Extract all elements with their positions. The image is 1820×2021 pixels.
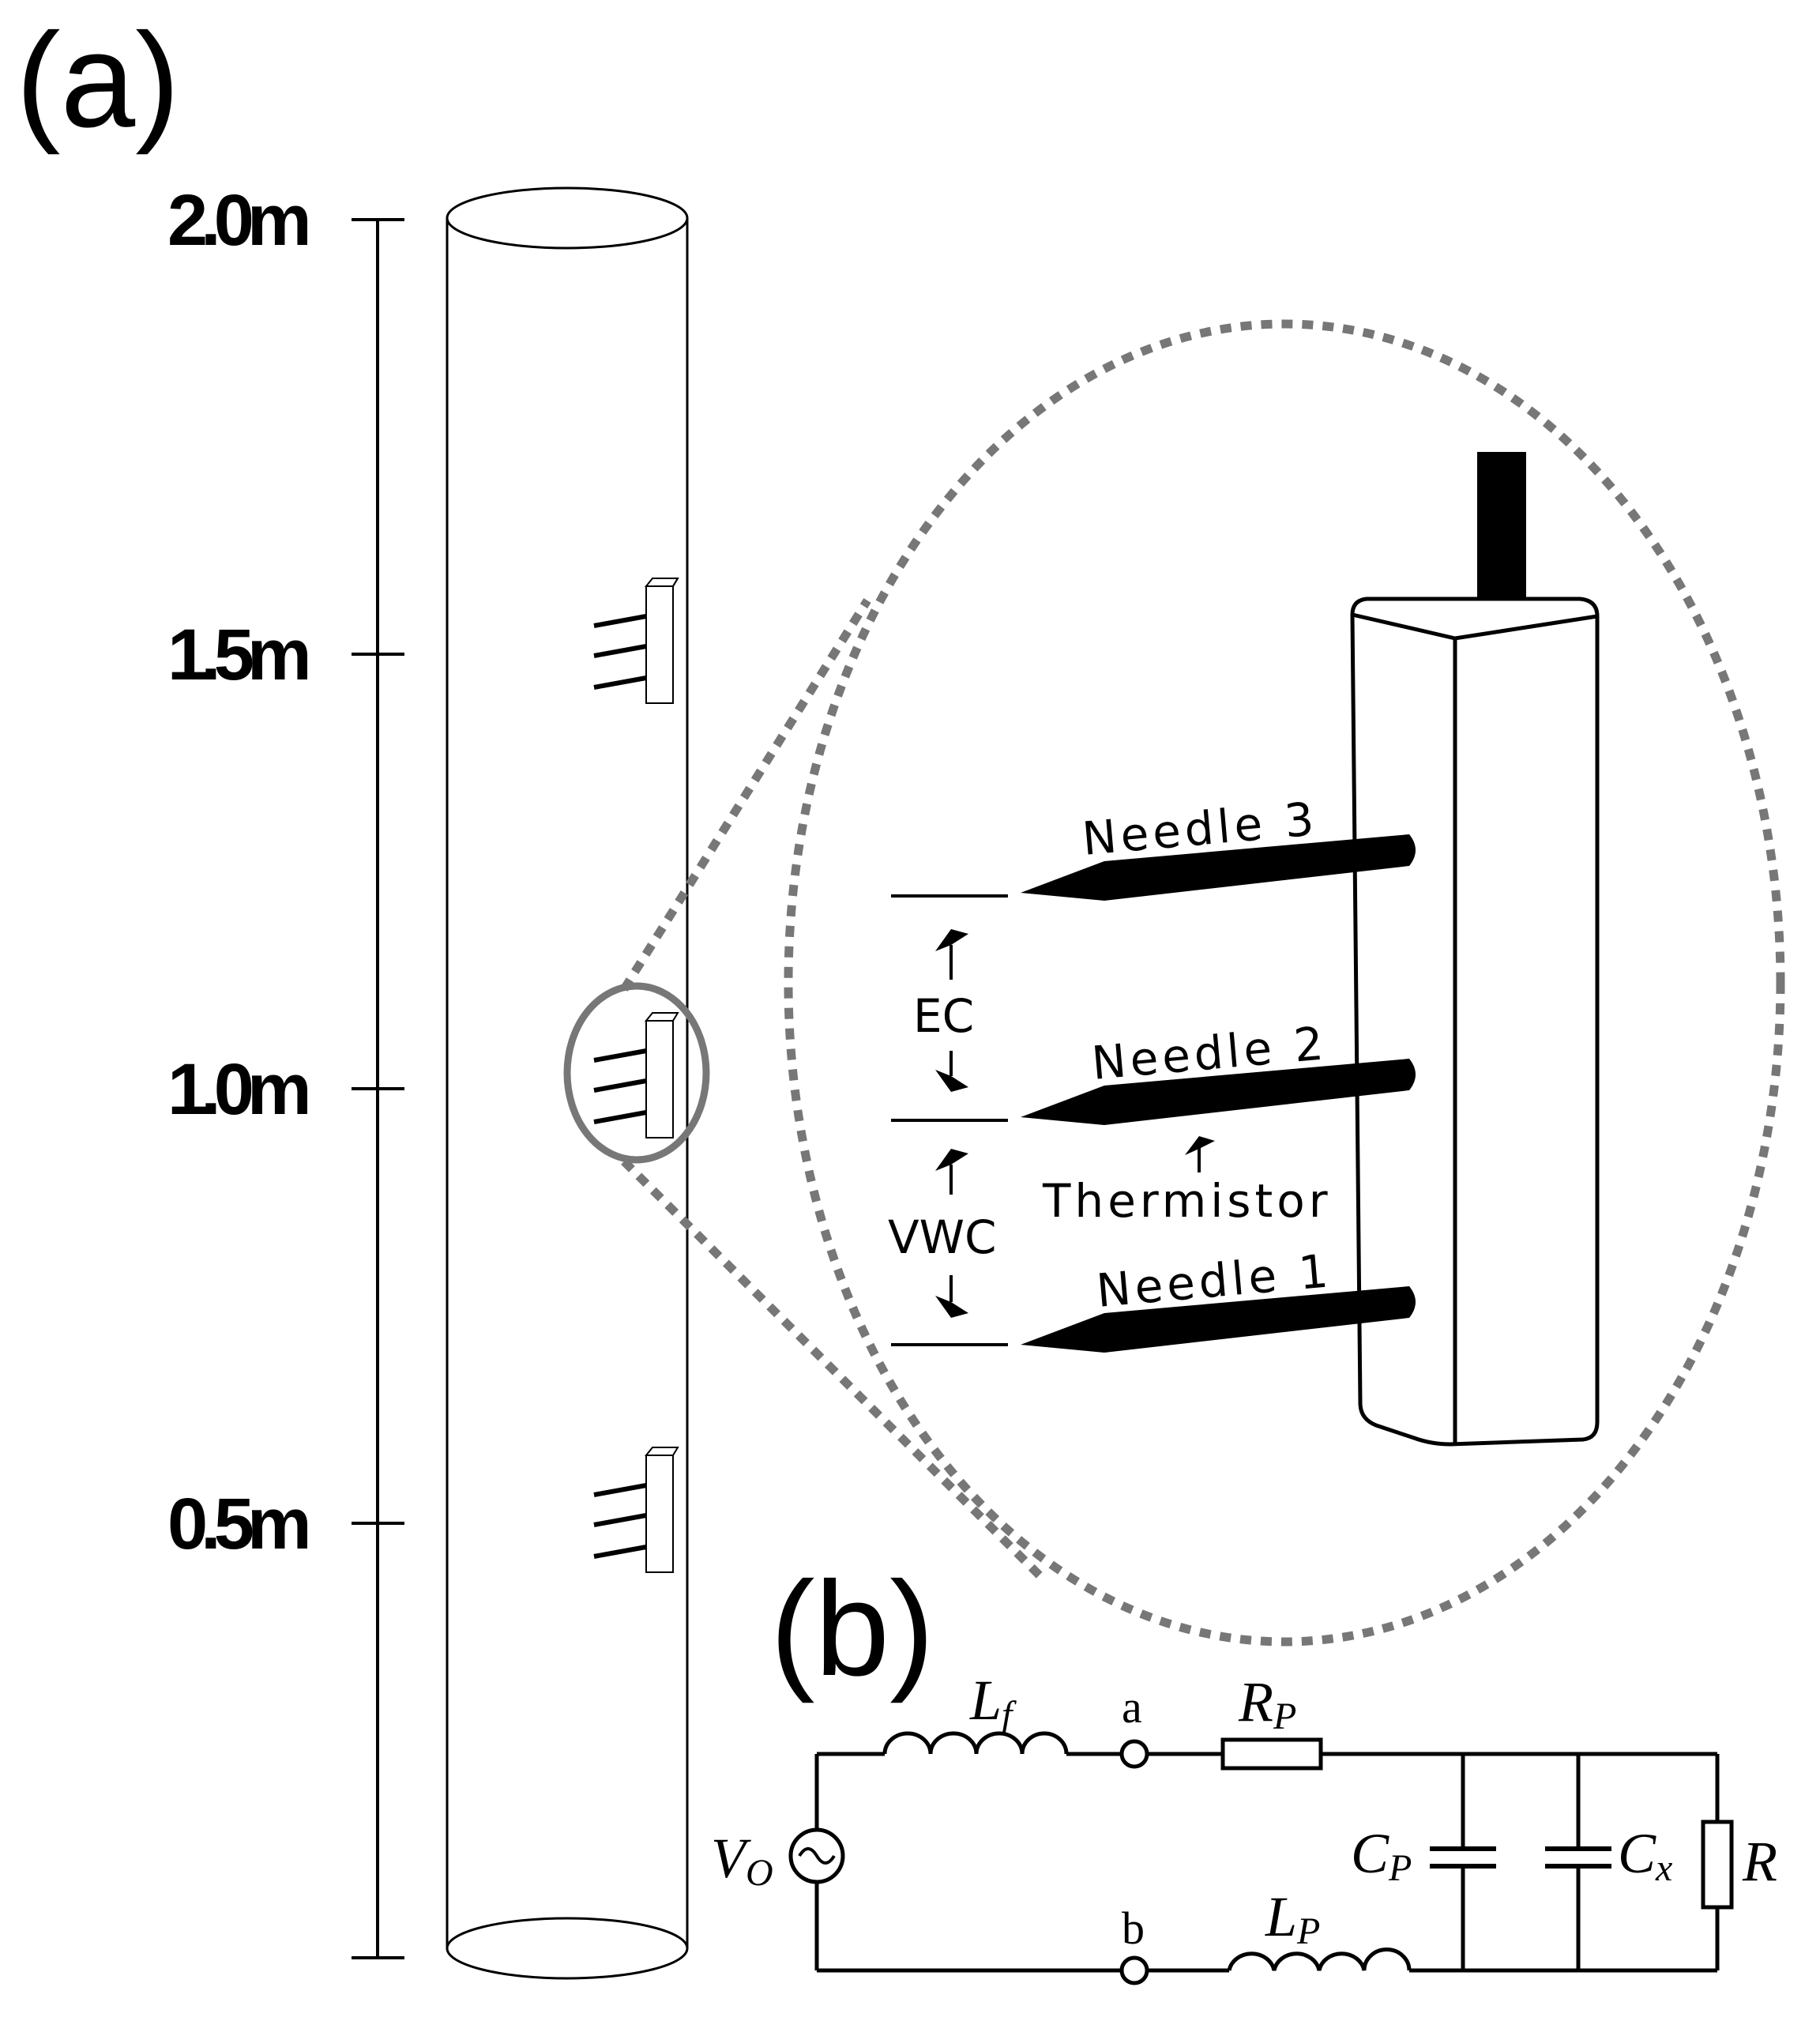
zoom-lines (620, 598, 1046, 1582)
probe-top-face (1352, 612, 1598, 641)
probe-body (1350, 452, 1600, 1447)
needle-3 (1021, 834, 1416, 901)
resistor-r (1701, 1820, 1734, 1910)
column-bottom (446, 1917, 689, 1980)
thermistor-label: Thermistor (1042, 1174, 1332, 1228)
sensor-lower (593, 1447, 679, 1573)
ec-arrow-down (935, 1070, 968, 1092)
label-rp: RP (1238, 1670, 1296, 1737)
sensor-middle (593, 1012, 679, 1138)
depth-label-1-0: 1.0m (167, 1049, 308, 1130)
terminal-a (1119, 1739, 1149, 1769)
panel-b-label: (b) (770, 1554, 934, 1704)
label-node-b: b (1122, 1902, 1145, 1954)
column-top (446, 186, 689, 250)
depth-label-2-0: 2.0m (167, 180, 308, 261)
zoom-ellipse (784, 319, 1785, 1647)
vwc-arrow-up (935, 1149, 968, 1171)
depth-label-0-5: 0.5m (167, 1484, 308, 1564)
vwc-arrow-down (935, 1296, 968, 1318)
needle-1 (1021, 1286, 1416, 1353)
inductor-lp (1227, 1948, 1412, 1971)
label-lf: Lf (969, 1669, 1017, 1736)
depth-scale (352, 218, 404, 1959)
capacitor-cp (1430, 1846, 1496, 1869)
depth-label-1-5: 1.5m (167, 615, 308, 695)
resistor-rp (1220, 1737, 1323, 1771)
thermistor-arrow (1185, 1136, 1215, 1155)
dimension-arrows (935, 929, 1215, 1318)
sensor-upper (593, 578, 679, 704)
terminal-b (1119, 1955, 1149, 1985)
ec-label: EC (913, 989, 974, 1043)
label-r: R (1742, 1830, 1777, 1893)
ac-source (788, 1827, 845, 1884)
needles (1021, 834, 1416, 1353)
label-node-a: a (1122, 1681, 1142, 1733)
label-cp: CP (1351, 1822, 1412, 1889)
vwc-label: VWC (888, 1210, 997, 1264)
needle-2 (1021, 1059, 1416, 1125)
label-vo: VO (711, 1827, 773, 1894)
circuit-wires (814, 1752, 1720, 1973)
capacitor-cx (1545, 1846, 1611, 1869)
probe-body-outline (1350, 597, 1600, 1447)
highlight-circle (563, 982, 710, 1164)
inductor-lf (882, 1731, 1069, 1755)
probe-cable (1477, 452, 1526, 619)
label-cx: Cx (1618, 1822, 1672, 1889)
dimension-lines (891, 894, 1201, 1346)
panel-a-label: (a) (16, 6, 180, 156)
label-lp: LP (1265, 1885, 1320, 1952)
soil-column (446, 186, 689, 1980)
ec-arrow-up (935, 929, 968, 951)
